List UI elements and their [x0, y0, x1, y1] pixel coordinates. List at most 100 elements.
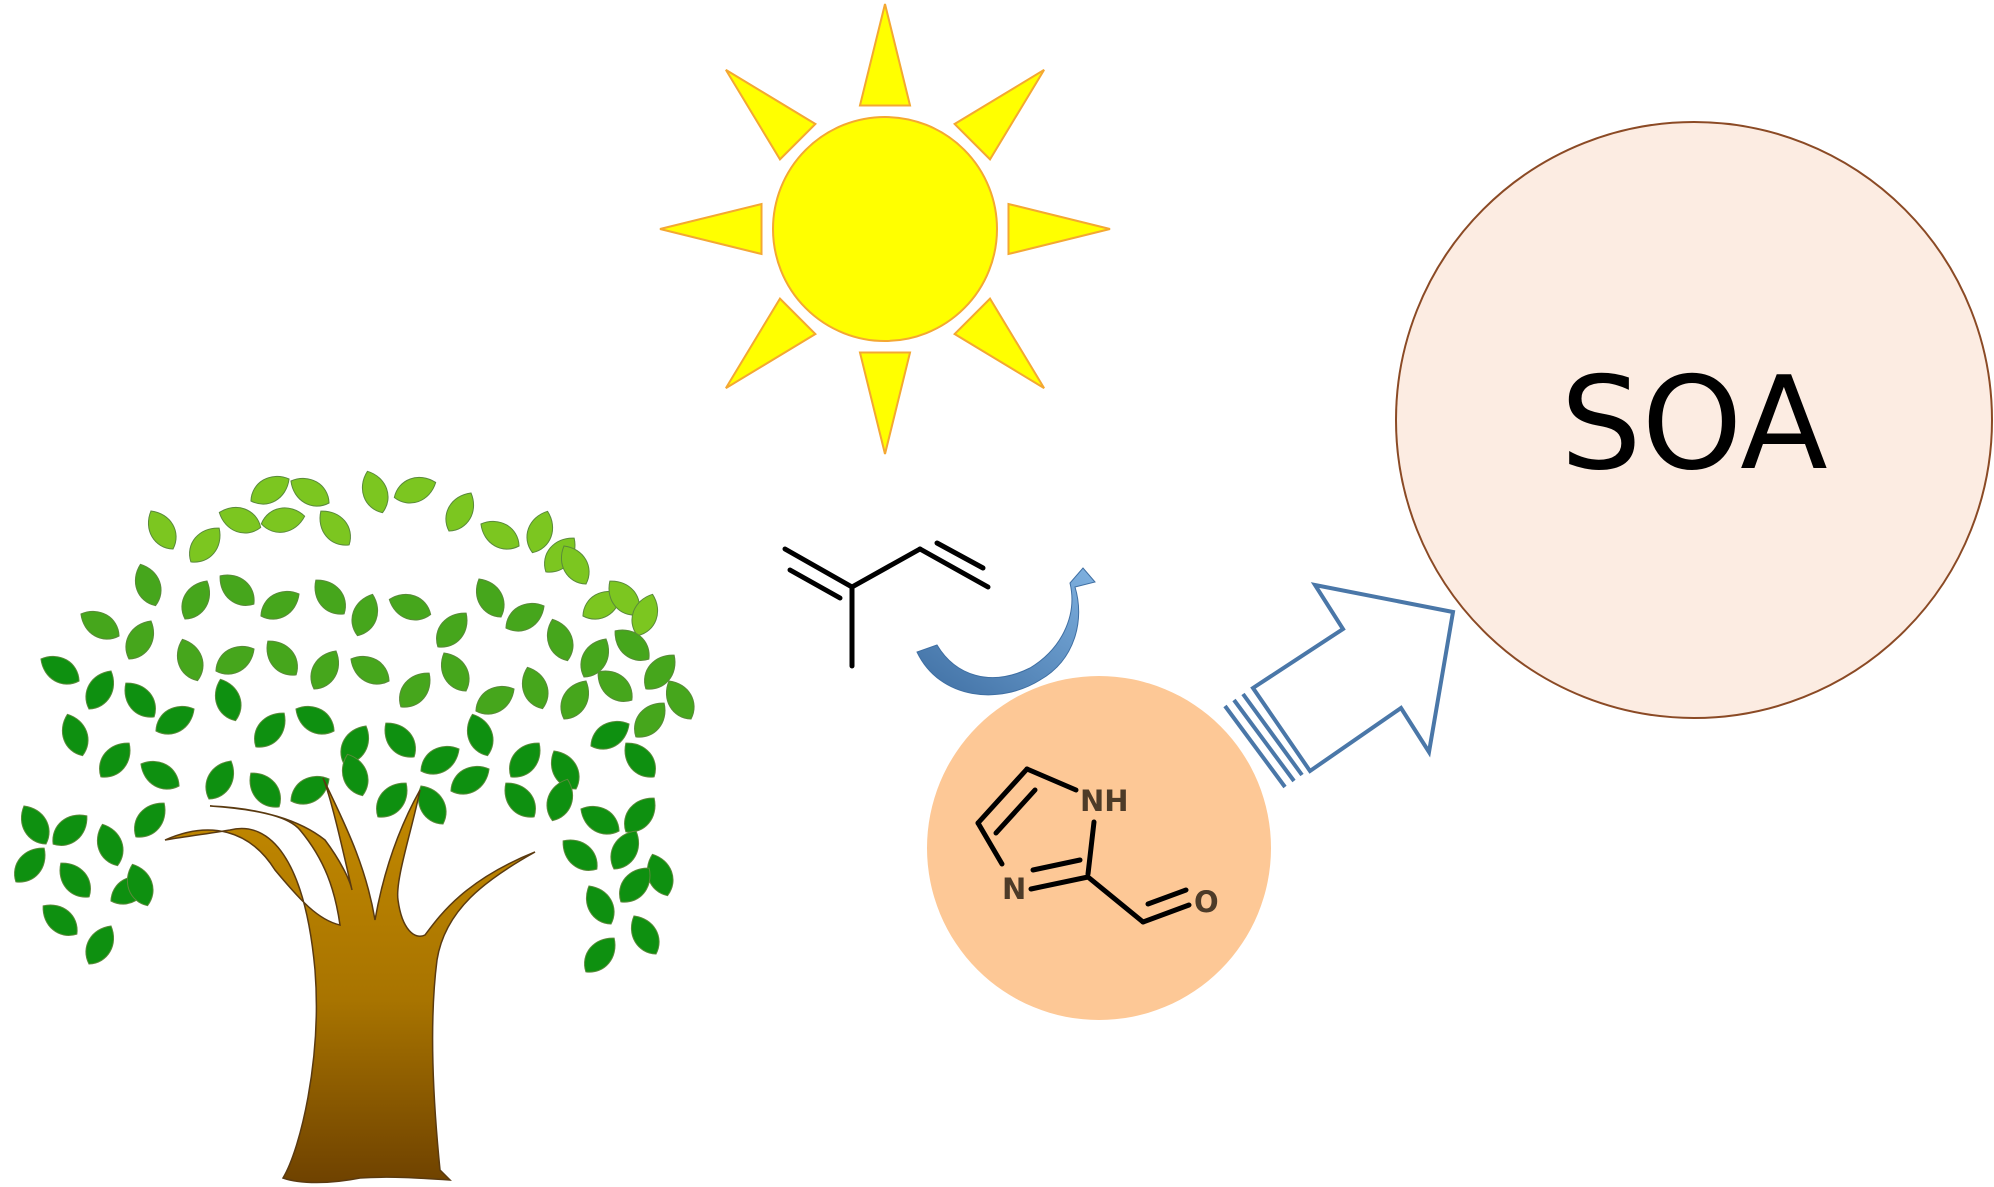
sun-ray	[953, 69, 1045, 161]
tree-leaf	[634, 702, 666, 738]
tree-leaf	[399, 672, 431, 708]
tree-leaf	[644, 654, 676, 690]
tree-leaf	[314, 579, 346, 615]
tree-leaf	[52, 814, 88, 846]
tree-leaf	[85, 670, 115, 710]
tree-leaf	[14, 847, 46, 883]
block-arrow	[1223, 582, 1456, 789]
soa-label: SOA	[1560, 350, 1827, 499]
tree-leaf	[526, 510, 553, 554]
tree-leaf	[215, 678, 242, 722]
tree-leaf	[85, 925, 115, 965]
tree-leaf	[124, 682, 156, 718]
tree-leaf	[59, 862, 91, 898]
tree-leaf	[350, 655, 390, 685]
atom-n: N	[1002, 872, 1026, 906]
tree-leaf	[155, 705, 195, 735]
tree-leaf	[480, 520, 520, 550]
tree-leaf	[624, 797, 656, 833]
sun-disk	[772, 116, 998, 342]
tree-icon	[14, 470, 695, 1184]
tree-leaves	[14, 470, 695, 973]
imidazole-carboxaldehyde-molecule: NH N O	[975, 766, 1219, 925]
tree-leaf	[665, 680, 695, 720]
tree-leaf	[580, 805, 620, 835]
tree-leaf	[351, 593, 378, 637]
tree-leaf	[342, 753, 369, 797]
tree-leaf	[319, 510, 351, 546]
tree-leaf	[475, 578, 505, 618]
tree-leaf	[450, 765, 490, 795]
sun-icon	[659, 3, 1111, 455]
sun-ray	[659, 202, 763, 256]
curved-reaction-arrow	[916, 567, 1096, 696]
tree-leaf	[376, 782, 408, 818]
atom-o: O	[1194, 885, 1219, 919]
tree-leaf	[624, 742, 656, 778]
tree-leaf	[584, 937, 616, 973]
tree-leaf	[290, 477, 330, 507]
tree-leaf	[134, 802, 166, 838]
tree-leaf	[260, 507, 306, 533]
tree-leaf	[440, 652, 470, 692]
product-bubble	[927, 676, 1271, 1020]
tree-leaf	[42, 904, 78, 936]
tree-leaf	[619, 867, 651, 903]
tree-leaf	[254, 712, 286, 748]
tree-leaf	[546, 778, 573, 822]
tree-leaf	[97, 823, 124, 867]
tree-leaf	[610, 830, 640, 870]
tree-leaf	[99, 742, 131, 778]
tree-leaf	[522, 666, 549, 710]
tree-leaf	[177, 638, 204, 682]
tree-leaf	[436, 612, 468, 648]
tree-leaf	[388, 594, 432, 621]
tree-leaf	[560, 680, 590, 720]
tree-leaf	[585, 885, 615, 925]
sun-ray	[858, 3, 912, 107]
tree-leaf	[475, 685, 515, 715]
sun-rays	[659, 3, 1111, 455]
tree-leaf	[550, 750, 580, 790]
soa-particle	[1395, 121, 1993, 719]
sun-ray	[1007, 202, 1111, 256]
tree-leaf	[310, 650, 340, 690]
tree-leaf	[215, 645, 255, 675]
tree-leaf	[218, 507, 262, 534]
tree-leaf	[467, 713, 494, 757]
sun-ray	[953, 297, 1045, 389]
tree-leaf	[560, 545, 590, 585]
tree-leaf	[580, 638, 610, 678]
tree-leaf	[20, 805, 50, 845]
tree-leaf	[505, 602, 545, 632]
tree-leaf	[140, 760, 180, 790]
tree-leaf	[597, 670, 633, 702]
tree-leaf	[590, 720, 630, 750]
tree-leaf	[614, 629, 650, 661]
tree-leaf	[189, 527, 221, 563]
tree-leaf	[384, 722, 416, 758]
tree-leaf	[260, 590, 300, 620]
tree-leaf	[509, 742, 541, 778]
tree-leaf	[205, 760, 235, 800]
tree-leaf	[420, 745, 460, 775]
tree-leaf	[417, 785, 447, 825]
tree-leaf	[40, 655, 80, 685]
isoprene-molecule	[782, 540, 991, 669]
tree-leaf	[219, 574, 255, 606]
tree-leaf	[562, 839, 598, 871]
sun-ray	[725, 69, 817, 161]
tree-leaf	[125, 620, 155, 660]
tree-leaf	[181, 580, 211, 620]
tree-leaf	[290, 775, 330, 805]
tree-leaf	[362, 470, 389, 514]
sun-ray	[858, 351, 912, 455]
tree-leaf	[630, 915, 660, 955]
tree-leaf	[393, 477, 437, 504]
tree-leaf	[295, 705, 335, 735]
atom-nh: NH	[1080, 784, 1129, 818]
tree-leaf	[135, 563, 162, 607]
tree-leaf	[127, 863, 154, 907]
tree-leaf	[147, 510, 177, 550]
